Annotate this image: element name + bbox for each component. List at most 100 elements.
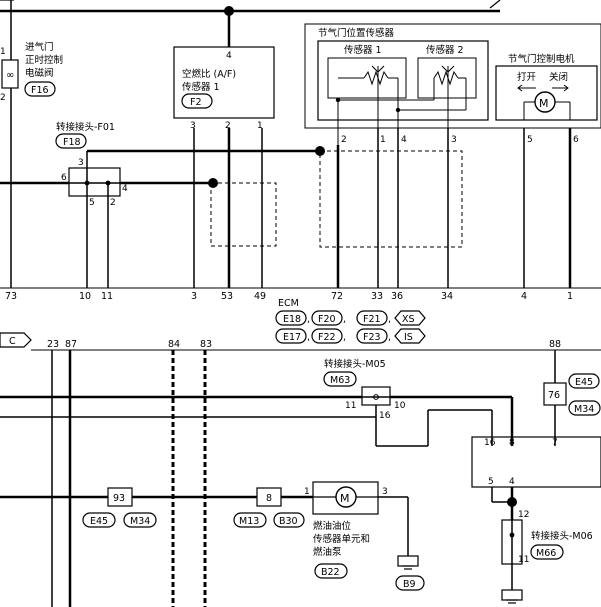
ground-icon bbox=[397, 555, 419, 570]
throttle-position-sensor[interactable]: 节气门位置传感器 传感器 1 传感器 2 bbox=[317, 27, 489, 145]
ecm-terminal: 33 bbox=[371, 291, 383, 302]
harness-block[interactable]: 16 8 7 5 4 bbox=[471, 436, 601, 488]
sensor2-label: 传感器 2 bbox=[426, 44, 464, 56]
motor-symbol: M bbox=[539, 97, 549, 110]
inline-connector-93[interactable]: 93 E45 M34 bbox=[82, 487, 157, 528]
throttle-control-motor[interactable]: 节气门控制电机 打开 关闭 M 5 6 bbox=[495, 53, 598, 145]
svg-text:,: , bbox=[307, 314, 310, 325]
splice-dot bbox=[224, 6, 234, 16]
pin-label: 16 bbox=[379, 411, 391, 421]
page-marker: C bbox=[0, 332, 32, 348]
splice-dot bbox=[507, 497, 517, 507]
ecm-terminal: 88 bbox=[549, 339, 561, 350]
pin-label: 12 bbox=[518, 510, 529, 520]
page-marker-label: C bbox=[9, 336, 16, 347]
af-sensor[interactable]: 4 空燃比 (A/F) 传感器 1 F2 3 2 1 bbox=[173, 46, 275, 131]
pin-label: 2 bbox=[0, 93, 6, 103]
pin-label: 4 bbox=[401, 135, 407, 145]
junction-connector-m06[interactable]: 12 11 转接接头-M06 M66 bbox=[501, 510, 593, 604]
pin-label: 4 bbox=[226, 51, 232, 61]
intake-valve-label-3: 电磁阀 bbox=[25, 67, 54, 79]
pin-label: 3 bbox=[78, 158, 84, 168]
junction-m05-label: 转接接头-M05 bbox=[324, 358, 386, 370]
pin-label: 8 bbox=[509, 438, 515, 448]
fuel-pump-label-3: 燃油泵 bbox=[313, 546, 342, 558]
svg-text:,: , bbox=[307, 332, 310, 343]
junction-connector-f01[interactable]: 转接接头-F01 F18 3 6 5 2 4 bbox=[55, 121, 128, 208]
connector-tag: IS bbox=[404, 332, 413, 343]
ecm-terminal: 23 bbox=[47, 339, 59, 350]
connector-number: 93 bbox=[113, 493, 125, 504]
ecm-connector-group[interactable]: ECM E18 , F20 , F21 , XS E17 , F22 , F23… bbox=[275, 298, 426, 344]
ground-icon bbox=[501, 589, 523, 604]
connector-tag: E45 bbox=[575, 377, 593, 388]
ecm-terminal: 11 bbox=[101, 291, 113, 302]
junction-m06-label: 转接接头-M06 bbox=[531, 530, 593, 542]
ecm-terminal: 10 bbox=[79, 291, 91, 302]
ecm-terminal: 72 bbox=[331, 291, 343, 302]
intake-valve-label-2: 正时控制 bbox=[25, 54, 63, 66]
connector-tag: B22 bbox=[321, 567, 340, 578]
inline-connector-76[interactable]: 76 E45 M34 bbox=[543, 373, 601, 416]
intake-valve-solenoid[interactable]: ∞ 1 2 进气门 正时控制 电磁阀 F16 bbox=[0, 41, 63, 103]
motor-icon bbox=[335, 486, 357, 508]
pin-label: 4 bbox=[122, 184, 128, 194]
fuel-pump-label-1: 燃油油位 bbox=[313, 520, 352, 532]
splice-dot bbox=[208, 178, 218, 188]
pin-label: 1 bbox=[304, 487, 310, 497]
pin-label: 2 bbox=[225, 121, 231, 131]
connector-tag: E45 bbox=[90, 516, 108, 527]
ecm-terminal: 34 bbox=[441, 291, 453, 302]
ecm-terminal: 4 bbox=[521, 291, 527, 302]
svg-text:,: , bbox=[343, 332, 346, 343]
svg-text:,: , bbox=[343, 314, 346, 325]
pin-label: 11 bbox=[345, 401, 356, 411]
fuel-pump-label-2: 传感器单元和 bbox=[313, 533, 370, 545]
pin-label: 1 bbox=[0, 47, 6, 57]
connector-tag: M63 bbox=[330, 375, 350, 386]
bottom-terminal-row: 23 87 84 83 88 bbox=[31, 339, 601, 351]
af-sensor-label-2: 传感器 1 bbox=[182, 81, 220, 93]
connector-tag: XS bbox=[402, 314, 415, 325]
intake-valve-label-1: 进气门 bbox=[25, 41, 54, 53]
ecm-terminal: 73 bbox=[5, 291, 17, 302]
pin-label: 5 bbox=[89, 198, 95, 208]
sensor1-label: 传感器 1 bbox=[344, 44, 382, 56]
fuel-pump-unit[interactable]: M 1 3 燃油油位 传感器单元和 燃油泵 B22 bbox=[304, 481, 388, 579]
pin-label: 3 bbox=[190, 121, 196, 131]
open-label: 打开 bbox=[517, 71, 537, 83]
ground-b9[interactable]: B9 bbox=[395, 555, 425, 591]
connector-tag: F23 bbox=[363, 332, 381, 343]
pin-label: 6 bbox=[61, 173, 67, 183]
ecm-terminal: 87 bbox=[65, 339, 77, 350]
pin-label: 3 bbox=[451, 135, 457, 145]
connector-tag: F22 bbox=[318, 332, 336, 343]
ecm-terminal: 53 bbox=[221, 291, 233, 302]
ecm-terminal: 84 bbox=[168, 339, 180, 350]
throttle-sensor-title: 节气门位置传感器 bbox=[318, 27, 395, 39]
resistor-icon bbox=[337, 65, 467, 145]
pin-label: 5 bbox=[527, 135, 533, 145]
pin-label: 2 bbox=[341, 135, 347, 145]
svg-text:,: , bbox=[388, 314, 391, 325]
connector-tag: F20 bbox=[318, 314, 336, 325]
connector-tag: B30 bbox=[279, 516, 298, 527]
motor-icon bbox=[517, 84, 571, 120]
inline-connector-8[interactable]: 8 M13 B30 bbox=[233, 487, 305, 528]
pin-label: 1 bbox=[380, 135, 386, 145]
top-wires bbox=[0, 0, 572, 288]
pin-label: 6 bbox=[573, 135, 579, 145]
connector-tag: F21 bbox=[363, 314, 381, 325]
close-label: 关闭 bbox=[549, 71, 568, 83]
svg-text:∞: ∞ bbox=[6, 70, 14, 81]
ecm-terminal: 3 bbox=[191, 291, 197, 302]
af-sensor-label-1: 空燃比 (A/F) bbox=[182, 68, 236, 80]
ecm-terminal: 1 bbox=[567, 291, 573, 302]
pin-label: 3 bbox=[382, 487, 388, 497]
connector-tag: M13 bbox=[239, 516, 259, 527]
connector-tag: E17 bbox=[283, 332, 301, 343]
pin-label: 2 bbox=[110, 198, 116, 208]
junction-connector-m05[interactable]: 转接接头-M05 M63 11 10 16 bbox=[323, 358, 406, 421]
pin-label: 4 bbox=[509, 477, 515, 487]
connector-tag: M34 bbox=[130, 516, 150, 527]
